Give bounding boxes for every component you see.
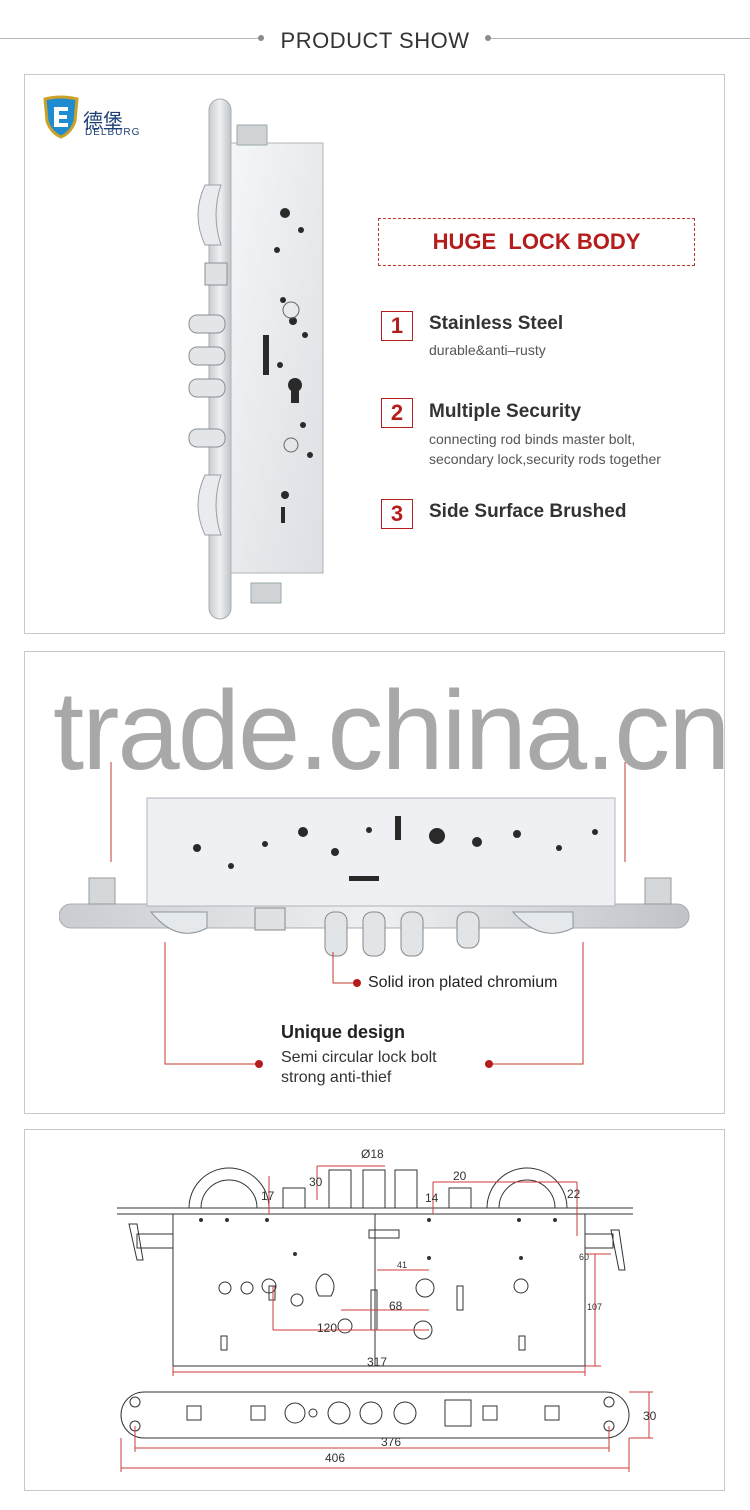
header-rule-left (0, 38, 258, 39)
section-heading: HUGE LOCK BODY (432, 229, 641, 254)
shield-logo-icon (43, 95, 79, 139)
section-heading-box: HUGE LOCK BODY (378, 218, 695, 266)
dim-30-top: 30 (309, 1175, 323, 1189)
lock-body-horizontal-image (59, 797, 690, 957)
dim-14: 14 (425, 1191, 439, 1205)
brand-logo: 德堡 DELBURG (41, 95, 139, 144)
unique-design-line-2: strong anti-thief (281, 1069, 392, 1086)
feature-title-3: Side Surface Brushed (429, 501, 627, 522)
lock-body-vertical-image (188, 98, 324, 620)
dim-17: 17 (261, 1189, 275, 1203)
product-overview-panel: 德堡 DELBURG (24, 74, 725, 634)
feature-number-1: 1 (381, 311, 413, 341)
brand-name-en: DELBURG (85, 127, 141, 138)
unique-design-line-1: Semi circular lock bolt (281, 1049, 437, 1066)
feature-desc-2-line-2: secondary lock,security rods together (429, 451, 661, 467)
dim-60: 60 (579, 1252, 589, 1262)
header-dot-left (258, 35, 264, 41)
feature-title-1: Stainless Steel (429, 313, 564, 334)
header-dot-right (485, 35, 491, 41)
feature-title-2: Multiple Security (429, 401, 582, 422)
brand-name-cn: 德堡 (83, 109, 123, 133)
dim-20: 20 (453, 1169, 467, 1183)
dim-317: 317 (367, 1355, 387, 1369)
dim-376: 376 (381, 1435, 401, 1449)
dim-diameter-18: Ø18 (361, 1147, 384, 1161)
feature-desc-1-line-1: durable&anti–rusty (429, 342, 546, 358)
dim-68: 68 (389, 1299, 403, 1313)
unique-design-title: Unique design (281, 1022, 406, 1042)
dimension-drawing: Ø18 30 20 17 14 22 60 107 41 68 120 317 … (117, 1147, 657, 1472)
feature-number-3: 3 (381, 499, 413, 529)
dim-120: 120 (317, 1321, 337, 1335)
dim-30-side: 30 (643, 1409, 657, 1423)
callout-lines (110, 762, 626, 1068)
chromium-callout: Solid iron plated chromium (368, 974, 558, 991)
page-title: PRODUCT SHOW (280, 28, 470, 53)
dim-107: 107 (587, 1302, 602, 1312)
product-detail-panel: trade.china.cn (24, 651, 725, 1114)
header-rule-right (491, 38, 750, 39)
watermark: trade.china.cn (53, 668, 725, 793)
technical-drawing-panel: Ø18 30 20 17 14 22 60 107 41 68 120 317 … (24, 1129, 725, 1491)
dim-406: 406 (325, 1451, 345, 1465)
dim-41: 41 (397, 1260, 407, 1270)
feature-desc-2-line-1: connecting rod binds master bolt, (429, 431, 636, 447)
feature-number-2: 2 (381, 398, 413, 428)
dim-22: 22 (567, 1187, 581, 1201)
